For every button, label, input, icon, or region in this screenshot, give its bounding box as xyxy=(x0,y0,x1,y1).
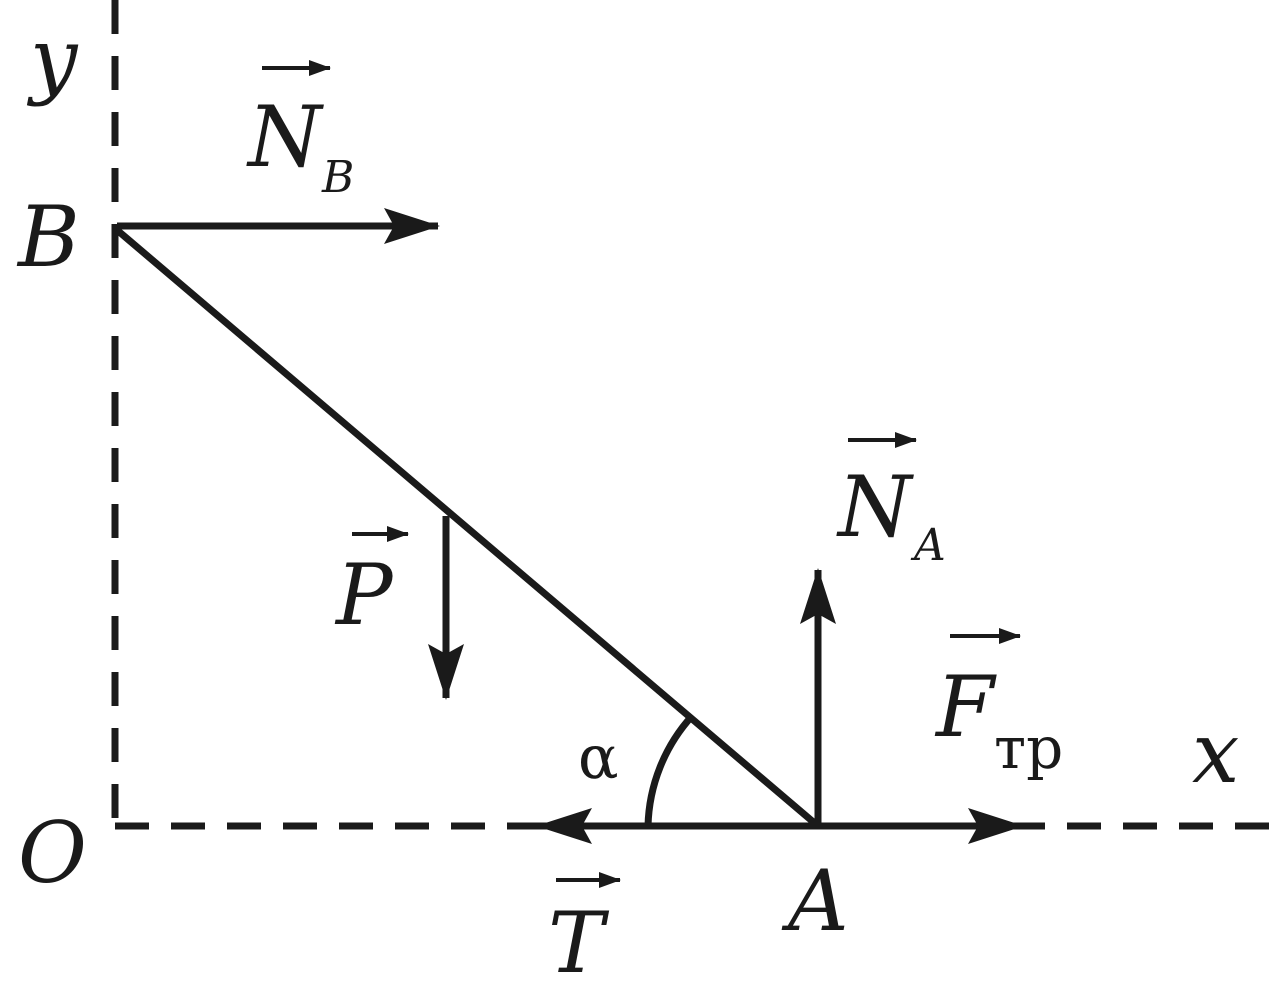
force-f-subscript: тр xyxy=(994,714,1063,782)
force-na-symbol: N xyxy=(836,458,914,556)
force-nb-symbol: N xyxy=(246,88,324,186)
force-na-subscript: A xyxy=(910,520,946,571)
y-axis-label: y xyxy=(26,10,79,108)
force-f-symbol: F xyxy=(934,658,997,756)
force-p-symbol: P xyxy=(334,546,394,644)
point-b-label: B xyxy=(16,188,80,286)
x-axis-label: x xyxy=(1192,704,1239,802)
ladder-rod xyxy=(114,227,821,829)
point-a-label: A xyxy=(781,852,849,950)
angle-arc xyxy=(644,713,695,827)
force-nb-subscript: B xyxy=(321,152,354,203)
angle-label: α xyxy=(578,723,619,793)
force-t-symbol: T xyxy=(548,894,610,992)
origin-label: O xyxy=(18,804,87,902)
